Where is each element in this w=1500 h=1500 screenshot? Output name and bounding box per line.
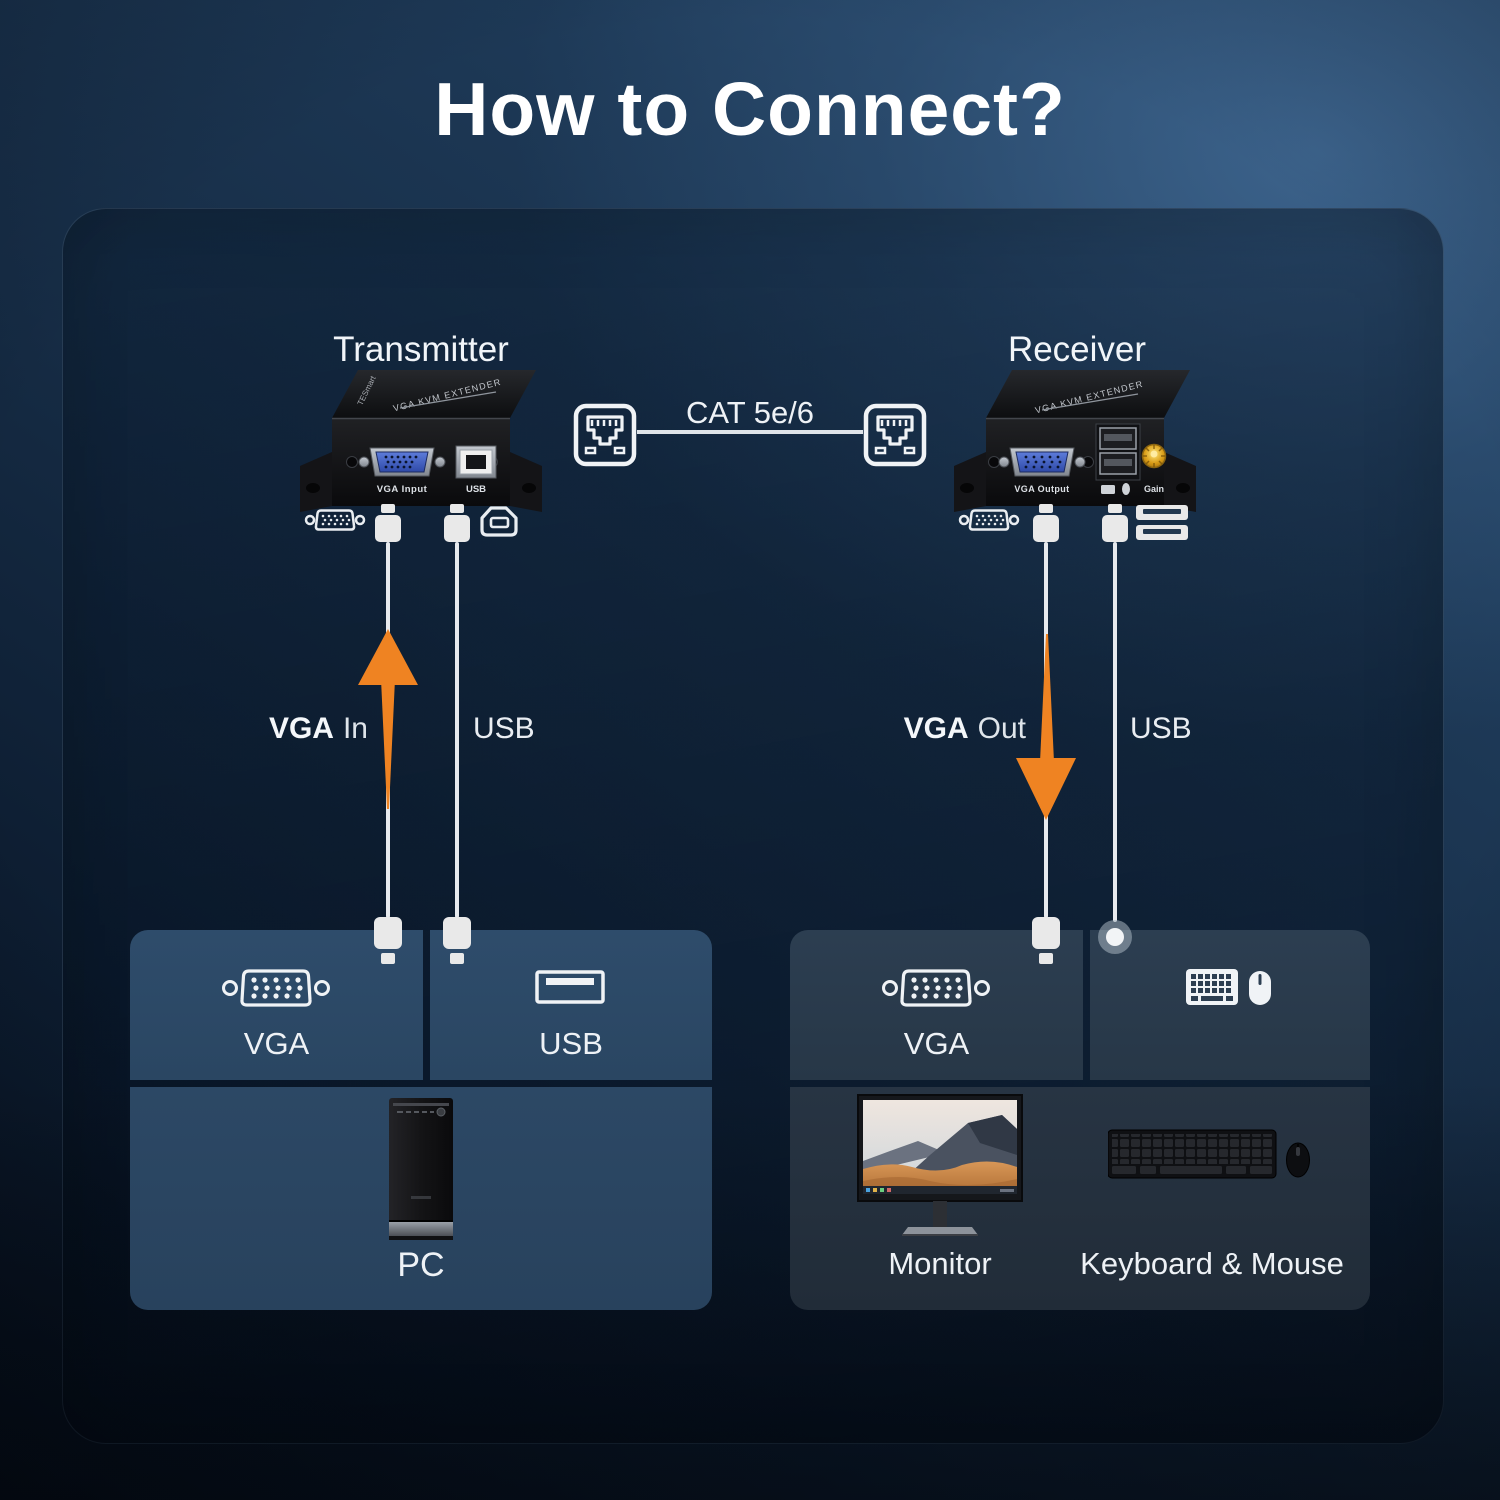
usb-b-small-icon — [478, 505, 520, 539]
pc-tower-image — [383, 1096, 459, 1246]
pc-label: PC — [397, 1246, 445, 1284]
plug-connector-icon — [1033, 504, 1059, 542]
plug-connector-icon — [375, 504, 401, 542]
monitor-image — [850, 1093, 1030, 1243]
receiver-gain-label: Gain — [1144, 484, 1164, 494]
keyboard-glyph-icon — [1101, 485, 1115, 494]
vga-connector-small-icon — [304, 507, 366, 533]
mouse-glyph-icon — [1122, 483, 1130, 495]
receiver-vga-port-label: VGA Output — [1014, 484, 1069, 494]
pc-usb-cell — [430, 930, 712, 1080]
monitor-label: Monitor — [888, 1246, 992, 1281]
vga-connector-big-icon — [881, 964, 991, 1012]
tx-usb-cable-line — [455, 542, 459, 918]
rj45-right-icon — [863, 403, 927, 467]
vga-out-arrow-icon — [1013, 628, 1081, 828]
usb-socket-dot-icon — [1098, 920, 1132, 954]
pc-vga-label: VGA — [243, 1026, 310, 1061]
usb-a-double-icon — [1136, 505, 1190, 543]
receiver-label: Receiver — [1007, 330, 1147, 369]
plug-connector-icon — [444, 504, 470, 542]
vga-pins — [1024, 455, 1062, 469]
receiver-device: VGA KVM EXTENDER VGA Output — [950, 362, 1200, 512]
plug-connector-icon — [1102, 504, 1128, 542]
cable-label: CAT 5e/6 — [685, 395, 815, 430]
plug-connector-icon — [374, 917, 402, 964]
tx-usb-label: USB — [473, 712, 535, 745]
rj45-left-icon — [573, 403, 637, 467]
transmitter-label: Transmitter — [333, 330, 509, 369]
gain-knob — [1141, 443, 1167, 469]
vga-pins — [384, 455, 418, 469]
page-title: How to Connect? — [434, 67, 1066, 151]
usb-a-big-icon — [534, 969, 606, 1005]
transmitter-usb-port-label: USB — [466, 484, 486, 495]
plug-connector-icon — [1032, 917, 1060, 964]
keyboard-icon — [1186, 969, 1238, 1007]
cat-cable-line — [637, 430, 863, 434]
plug-connector-icon — [443, 917, 471, 964]
rx-usb-cable-line — [1113, 542, 1117, 922]
pc-usb-label: USB — [539, 1026, 603, 1061]
vga-in-arrow-icon — [355, 615, 423, 815]
rx-usb-label: USB — [1130, 712, 1192, 745]
mouse-icon — [1248, 970, 1272, 1006]
keyboard-mouse-label: Keyboard & Mouse — [1080, 1246, 1344, 1281]
keyboard-mouse-image — [1107, 1118, 1318, 1193]
vga-connector-small-icon — [958, 507, 1020, 533]
transmitter-device: VGA KVM EXTENDER TESmart VGA Input USB — [296, 362, 546, 512]
vga-connector-big-icon — [221, 964, 331, 1012]
monitor-vga-label: VGA — [903, 1026, 970, 1061]
transmitter-vga-port-label: VGA Input — [377, 484, 428, 495]
